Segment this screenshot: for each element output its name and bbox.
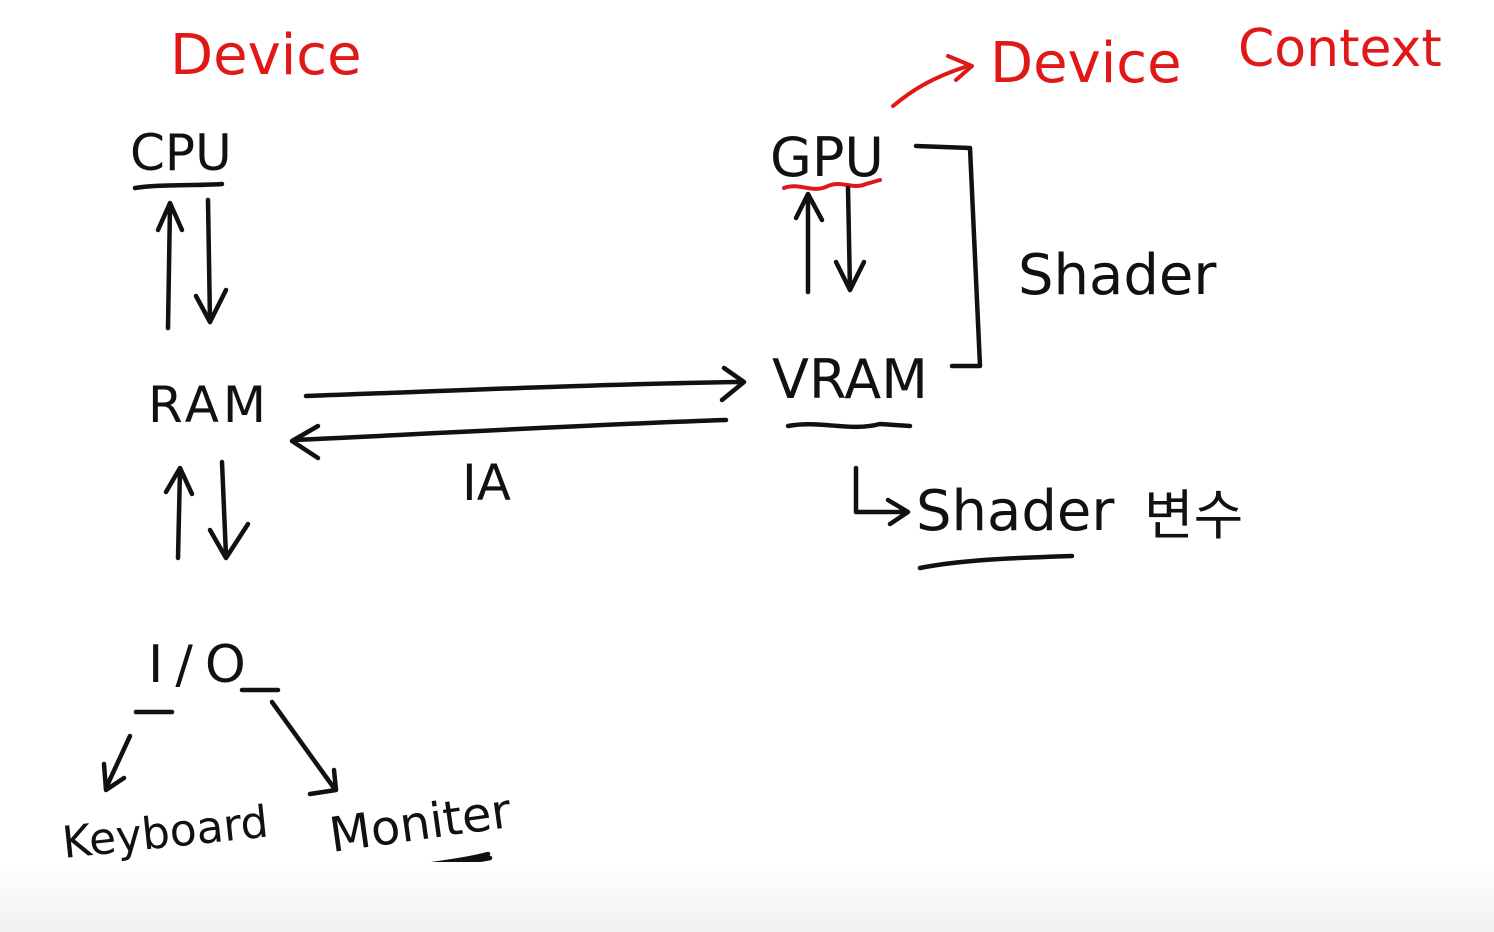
monitor-label: Moniter: [326, 783, 515, 864]
io-to-monitor-arrowhead: [307, 767, 339, 797]
vram-to-ram-arrow: [291, 417, 729, 443]
device-label-left: Device: [170, 23, 362, 88]
cpu-label: CPU: [130, 124, 232, 182]
ram-to-vram-arrow: [303, 379, 743, 399]
ram-to-io-arrowhead: [207, 521, 251, 561]
ia-label: IA: [462, 454, 511, 512]
gpu-label: GPU: [770, 126, 884, 189]
io-to-keyboard-arrowhead: [101, 761, 127, 793]
vram-label: VRAM: [772, 348, 928, 411]
shader-label: Shader: [1018, 243, 1217, 308]
gpu-to-vram-arrowhead: [833, 259, 867, 293]
cpu-underline: [132, 181, 225, 191]
io-to-ram-arrowhead: [163, 465, 195, 497]
gpu-to-device-arrowhead: [946, 54, 974, 82]
io-to-ram-arrow: [175, 467, 183, 561]
device-label-right: Device: [990, 31, 1182, 96]
vram-to-ram-arrowhead: [289, 423, 321, 461]
cpu-to-ram-arrow: [205, 197, 213, 325]
ram-to-cpu-arrow: [165, 202, 173, 331]
shader-bracket: [913, 143, 983, 369]
ram-to-vram-arrowhead: [719, 365, 747, 403]
vram-underline: [785, 421, 913, 430]
shader-var-hook: [853, 465, 909, 515]
shader-var-underline: [917, 553, 1075, 571]
context-label: Context: [1238, 19, 1442, 79]
gpu-to-device-arrow: [891, 64, 970, 108]
ram-to-cpu-arrowhead: [155, 200, 185, 233]
ram-label: RAM: [148, 376, 270, 434]
shader-var-label: Shader: [916, 479, 1115, 544]
cpu-to-ram-arrowhead: [193, 287, 229, 325]
keyboard-label: Keyboard: [60, 797, 271, 869]
gpu-to-vram-arrow: [845, 185, 853, 293]
ram-to-io-arrow: [219, 459, 229, 559]
shader-var-korean-label: 변수: [1144, 484, 1243, 547]
io-to-monitor-arrow: [269, 699, 337, 791]
io-label: I/O: [148, 635, 258, 695]
shader-var-hook-arrowhead: [885, 497, 911, 527]
vram-to-gpu-arrowhead: [793, 191, 825, 223]
gpu-underline: [782, 178, 882, 191]
io-to-keyboard-arrow: [103, 733, 133, 791]
bottom-shadow: [0, 862, 1494, 932]
